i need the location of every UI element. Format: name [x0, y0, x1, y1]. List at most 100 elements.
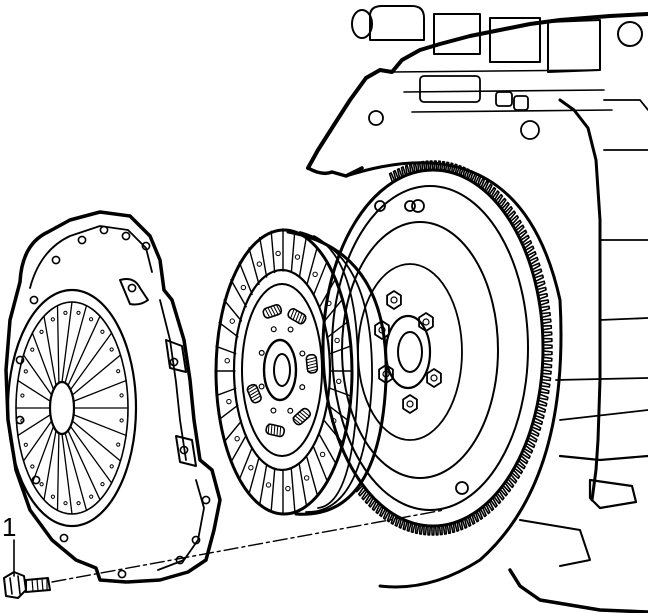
damper-spring [246, 383, 262, 404]
cover-hole [141, 241, 151, 251]
diaphragm-finger-hole [23, 369, 28, 374]
cover-hole [169, 357, 179, 367]
diaphragm-finger-hole [76, 310, 81, 315]
cover-hole [179, 445, 189, 455]
diaphragm-finger-hole [89, 494, 94, 499]
damper-spring [305, 353, 319, 374]
disc-lining-rivet [256, 261, 263, 267]
clutch-pressure-plate [4, 210, 222, 584]
cover-hole [117, 569, 127, 579]
disc-lining-rivet [303, 475, 310, 481]
disc-lining-rivet [234, 435, 240, 442]
disc-lining-groove [270, 230, 276, 274]
disc-lining-groove [248, 456, 260, 495]
diaphragm-finger-hole [100, 482, 105, 487]
damper-spring [287, 308, 307, 325]
cover-hole [175, 555, 185, 565]
disc-lining-rivet [226, 398, 232, 405]
diaphragm-finger-hole [119, 418, 124, 423]
cover-hole [201, 495, 211, 505]
diaphragm-finger-slot [71, 420, 122, 462]
ring-gear-rim [321, 168, 545, 528]
diaphragm-finger-slot [17, 379, 52, 402]
disc-lining-groove [218, 404, 239, 421]
disc-lining-groove [230, 434, 247, 463]
disc-lining-groove [319, 434, 336, 463]
cover-hole [29, 295, 39, 305]
engine-block [306, 5, 648, 613]
diaphragm-finger-hole [30, 464, 35, 469]
diaphragm-finger-slot [22, 420, 53, 462]
diaphragm-finger-hole [39, 329, 44, 334]
diaphragm-finger-slot [64, 432, 88, 512]
disc-lining-groove [223, 299, 243, 322]
disc-lining-rivet [312, 271, 318, 278]
diaphragm-fingers [15, 301, 129, 515]
disc-lining-groove [259, 236, 268, 278]
disc-lining-groove [306, 456, 318, 495]
flywheel-bolt-center [390, 296, 398, 304]
diaphragm-finger-hole [23, 442, 28, 447]
damper-spring [292, 407, 312, 426]
disc-lining-groove [329, 387, 351, 397]
diaphragm-finger-hole [50, 317, 55, 322]
disc-lining-groove [298, 236, 307, 278]
disc-lining-groove [313, 446, 328, 481]
clutch-disc-lining-inner [232, 268, 332, 472]
flywheel-hub-bore [397, 331, 423, 373]
flywheel-bolt [418, 312, 434, 332]
diaphragm-finger-slot [43, 315, 57, 387]
disc-lining-groove [290, 230, 296, 274]
diaphragm-finger-slot [64, 304, 88, 384]
cover-hole [51, 255, 61, 265]
disc-lining-rivet [285, 485, 291, 492]
damper-springs [246, 303, 319, 438]
disc-lining-segments [214, 228, 352, 514]
disc-lining-rivet [229, 318, 235, 324]
diaphragm-finger-hole [20, 393, 25, 398]
diaphragm-finger-slot [31, 332, 55, 391]
diaphragm-finger-hole [63, 310, 68, 315]
damper-spring [262, 303, 283, 319]
disc-lining-groove [313, 261, 328, 296]
disc-lining-groove [298, 464, 307, 506]
diaphragm-finger-hole [100, 329, 105, 334]
flywheel [321, 160, 553, 536]
diaphragm-finger-slot [56, 432, 60, 512]
clutch-disc-splined-bore [273, 353, 291, 387]
disc-lining-groove [319, 279, 336, 308]
cover-hole [99, 225, 109, 235]
disc-lining-groove [238, 261, 253, 296]
diaphragm-finger-slot [31, 425, 55, 484]
disc-lining-groove [329, 345, 351, 355]
disc-lining-groove [218, 321, 239, 338]
clutch-disc [214, 228, 388, 516]
disc-lining-rivet [331, 418, 337, 424]
diaphragm-finger-hole [109, 347, 114, 352]
disc-lining-groove [290, 468, 296, 512]
diaphragm-finger-hole [50, 494, 56, 499]
disc-lining-rivet [275, 250, 281, 257]
disc-lining-groove [323, 299, 343, 322]
flywheel-bolt-center [422, 318, 430, 326]
diaphragm-finger-slot [72, 379, 127, 402]
disc-lining-groove [248, 247, 260, 286]
diaphragm-finger-hole [88, 317, 94, 322]
disc-hub-rivet [258, 349, 265, 356]
disc-lining-rivet [240, 284, 247, 291]
callout-number-1: 1 [2, 512, 16, 542]
diaphragm-spring [6, 288, 138, 528]
diaphragm-finger-hole [116, 369, 121, 374]
diaphragm-finger-slot [67, 429, 101, 501]
diaphragm-finger-hole [63, 501, 68, 506]
clutch-disc-lining-outer [214, 228, 354, 516]
disc-lining-rivet [294, 254, 301, 260]
disc-hub-rivet [258, 383, 265, 390]
cover-hole [59, 533, 69, 543]
cover-hole [77, 235, 87, 245]
disc-lining-rivet [248, 464, 254, 471]
diaphragm-finger-hole [20, 418, 25, 423]
disc-lining-rivet [319, 451, 326, 458]
diaphragm-finger-slot [61, 433, 73, 515]
damper-spring [265, 423, 286, 438]
